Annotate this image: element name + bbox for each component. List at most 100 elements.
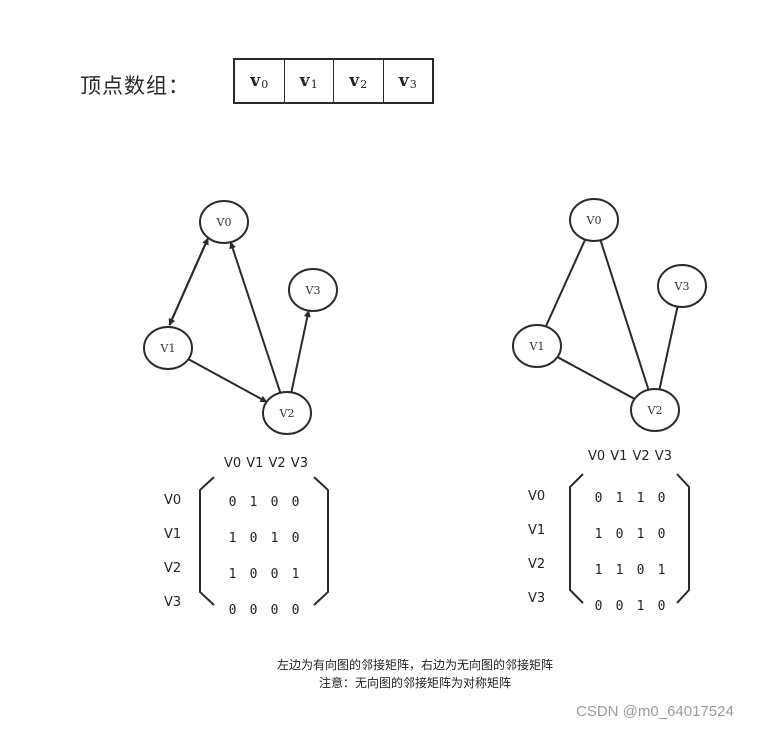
col-header: V2 [632, 449, 650, 464]
undirected-matrix-col-headers: V0 V1 V2 V3 [588, 445, 672, 464]
col-header: V2 [268, 456, 286, 471]
col-header: V0 [588, 449, 606, 464]
directed-matrix-row-headers: V0 V1 V2 V3 [164, 484, 181, 620]
undirected-matrix-row-headers: V0 V1 V2 V3 [528, 480, 545, 616]
matrix-cell: 1 [291, 567, 300, 582]
caption-line-1: 左边为有向图的邻接矩阵，右边为无向图的邻接矩阵 [276, 658, 553, 672]
matrix-cell: 0 [249, 603, 258, 618]
matrix-cell: 1 [249, 495, 258, 510]
edge-v1-v2 [556, 356, 636, 400]
matrix-left-bracket [569, 473, 584, 604]
node-v0 [199, 200, 249, 244]
cell-subscript: 2 [360, 77, 368, 91]
edge-v2-v3 [658, 306, 679, 390]
matrix-cell: 1 [228, 531, 237, 546]
caption-line-2: 注意：无向图的邻接矩阵为对称矩阵 [318, 676, 511, 690]
row-header: V0 [164, 493, 182, 508]
matrix-cell: 0 [636, 563, 645, 578]
matrix-left-bracket [199, 476, 215, 606]
matrix-right-bracket [676, 473, 690, 604]
matrix-cell: 1 [594, 527, 603, 542]
matrix-cell: 1 [636, 491, 645, 506]
node-v3 [657, 264, 707, 308]
node-label: V2 [647, 404, 663, 417]
matrix-cell: 1 [657, 563, 666, 578]
node-label: V1 [529, 340, 545, 353]
matrix-cell: 0 [657, 527, 666, 542]
node-label: V3 [674, 280, 690, 293]
row-header: V0 [528, 489, 546, 504]
cell-subscript: 1 [310, 77, 318, 91]
col-header: V0 [224, 456, 242, 471]
col-header: V3 [290, 456, 308, 471]
matrix-cell: 1 [270, 531, 279, 546]
matrix-cell: 0 [594, 491, 603, 506]
matrix-cell: 0 [291, 603, 300, 618]
cell-subscript: 3 [409, 77, 417, 91]
cell-base: v [398, 71, 409, 91]
row-header: V1 [528, 523, 546, 538]
matrix-cell: 0 [657, 491, 666, 506]
row-header: V1 [164, 527, 182, 542]
directed-matrix-col-headers: V0 V1 V2 V3 [224, 452, 308, 471]
matrix-cell: 0 [249, 531, 258, 546]
row-header: V2 [164, 561, 182, 576]
matrix-cell: 0 [615, 599, 624, 614]
matrix-cell: 0 [249, 567, 258, 582]
node-v3 [288, 268, 338, 312]
directed-edge-v1-v0 [168, 237, 209, 326]
matrix-cell: 1 [615, 491, 624, 506]
node-v1 [512, 324, 562, 368]
col-header: V1 [246, 456, 264, 471]
edge-v0-v2 [599, 239, 650, 391]
row-header: V2 [528, 557, 546, 572]
matrix-cell: 1 [594, 563, 603, 578]
matrix-cell: 1 [636, 527, 645, 542]
node-v0 [569, 198, 619, 242]
matrix-cell: 0 [615, 527, 624, 542]
matrix-cell: 1 [615, 563, 624, 578]
matrix-cell: 0 [291, 495, 300, 510]
cell-base: v [299, 71, 310, 91]
cell-subscript: 0 [261, 77, 269, 91]
node-label: V1 [160, 342, 176, 355]
directed-edge-v1-v2 [187, 358, 268, 403]
vertex-array-label: 顶点数组： [80, 74, 190, 98]
row-header: V3 [164, 595, 182, 610]
node-label: V0 [586, 214, 602, 227]
node-label: V3 [305, 284, 321, 297]
matrix-right-bracket [313, 476, 329, 606]
node-v2 [630, 388, 680, 432]
matrix-cell: 0 [594, 599, 603, 614]
directed-edge-v2-v3 [290, 309, 311, 393]
cell-base: v [250, 71, 261, 91]
col-header: V1 [610, 449, 628, 464]
row-header: V3 [528, 591, 546, 606]
node-label: V0 [216, 216, 232, 229]
node-v1 [143, 326, 193, 370]
matrix-cell: 0 [657, 599, 666, 614]
matrix-cell: 1 [636, 599, 645, 614]
directed-edge-v2-v0 [229, 241, 282, 394]
matrix-cell: 0 [228, 603, 237, 618]
matrix-cell: 0 [228, 495, 237, 510]
node-label: V2 [279, 407, 295, 420]
cell-base: v [349, 71, 360, 91]
